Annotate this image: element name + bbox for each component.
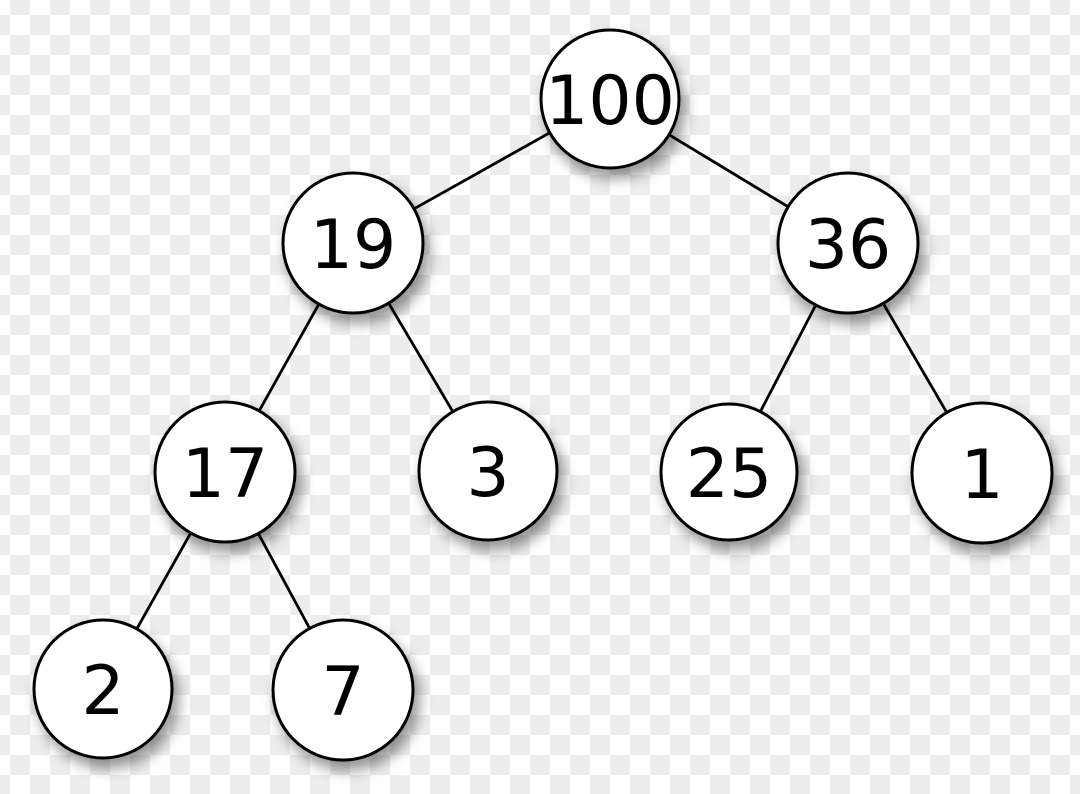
tree-node-2: 2 (32, 618, 174, 760)
tree-node-circle-19 (281, 171, 425, 315)
tree-node-17: 17 (153, 400, 297, 544)
tree-node-label-7: 7 (321, 653, 364, 732)
tree-node-circle-3 (417, 400, 559, 542)
tree-node-3: 3 (417, 400, 559, 542)
tree-node-label-1: 1 (960, 436, 1003, 515)
tree-node-circle-17 (153, 400, 297, 544)
tree-node-25: 25 (659, 402, 799, 542)
tree-node-19: 19 (281, 171, 425, 315)
tree-node-label-25: 25 (686, 435, 773, 514)
tree-node-circle-7 (271, 618, 415, 762)
tree-node-circle-25 (659, 402, 799, 542)
tree-node-label-19: 19 (310, 206, 397, 285)
tree-node-label-36: 36 (805, 206, 892, 285)
tree-node-circle-1 (910, 401, 1054, 545)
tree-nodes-layer: 100 19 36 17 3 25 1 2 7 (32, 28, 1054, 762)
tree-node-circle-100 (539, 28, 681, 170)
tree-node-label-3: 3 (466, 434, 509, 513)
tree-node-7: 7 (271, 618, 415, 762)
tree-node-circle-2 (32, 618, 174, 760)
tree-node-36: 36 (776, 171, 920, 315)
tree-node-1: 1 (910, 401, 1054, 545)
tree-node-label-17: 17 (182, 435, 269, 514)
tree-node-100: 100 (539, 28, 681, 170)
tree-node-label-2: 2 (81, 652, 124, 731)
tree-node-label-100: 100 (545, 62, 675, 141)
tree-node-circle-36 (776, 171, 920, 315)
